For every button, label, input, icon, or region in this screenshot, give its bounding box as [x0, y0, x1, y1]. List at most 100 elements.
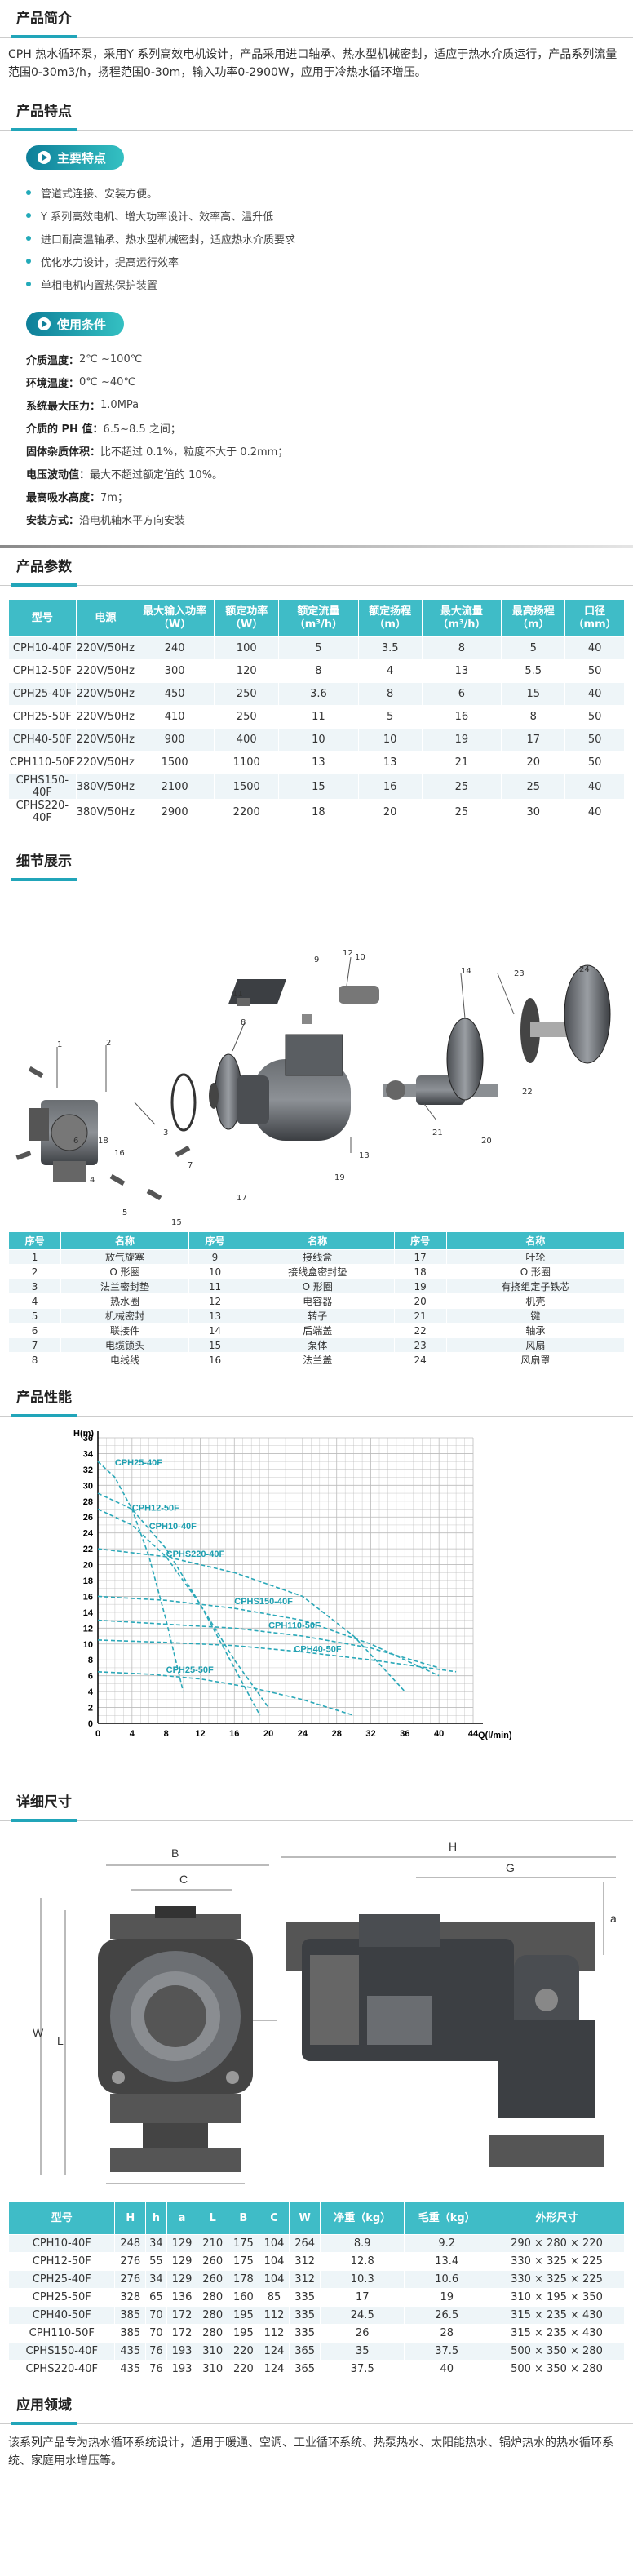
table-cell: 260 — [197, 2252, 229, 2271]
table-header: 额定流量（m³/h） — [278, 599, 359, 637]
table-cell: 1500 — [214, 774, 280, 800]
series-label: CPH25-50F — [166, 1665, 214, 1675]
x-tick-label: 8 — [164, 1729, 169, 1739]
section-title: 产品特点 — [16, 104, 72, 120]
table-cell: 26 — [319, 2324, 405, 2343]
table-cell: 21 — [393, 1308, 447, 1323]
section-header-dimensions: 详细尺寸 — [0, 1784, 633, 1822]
play-icon — [38, 317, 51, 330]
series-label: CPH12-50F — [132, 1503, 179, 1513]
callout-number: 19 — [334, 1173, 345, 1182]
table-cell: 195 — [228, 2324, 259, 2343]
table-cell: 385 — [114, 2306, 147, 2325]
x-tick-label: 36 — [400, 1729, 409, 1739]
table-cell: 风扇 — [445, 1337, 626, 1353]
table-cell: 5 — [7, 1308, 62, 1323]
table-cell: 接线盒 — [241, 1249, 395, 1265]
table-cell: 2100 — [134, 774, 215, 800]
condition-row: 系统最大压力：1.0MPa — [26, 393, 633, 416]
condition-row: 电压波动值：最大不超过额定值的 10%。 — [26, 462, 633, 485]
table-cell: 330 × 325 × 225 — [488, 2252, 626, 2271]
table-cell: 365 — [289, 2342, 321, 2361]
callout-number: 2 — [106, 1039, 112, 1048]
table-cell: O 形圈 — [60, 1264, 189, 1279]
table-cell: CPH12-50F — [8, 659, 77, 683]
table-cell: 104 — [258, 2270, 290, 2289]
table-cell: 12.8 — [319, 2252, 405, 2271]
table-cell: 35 — [319, 2342, 405, 2361]
section-header-intro: 产品简介 — [0, 0, 633, 38]
table-cell: 193 — [166, 2360, 198, 2379]
x-axis-label: Q(l/min) — [478, 1731, 512, 1740]
table-cell: 40 — [564, 774, 625, 800]
table-cell: 50 — [564, 659, 625, 683]
table-cell: 5 — [501, 636, 566, 660]
table-cell: 20 — [501, 751, 566, 774]
table-cell: 55 — [145, 2252, 167, 2271]
main-features-pill: 主要特点 — [26, 145, 125, 170]
table-cell: 有挠组定子铁芯 — [445, 1279, 626, 1294]
features-box: 主要特点 管道式连接、安装方便。Y 系列高效电机、增大功率设计、效率高、温升低进… — [0, 131, 633, 548]
table-cell: 键 — [445, 1308, 626, 1323]
table-cell: 26.5 — [404, 2306, 489, 2325]
y-axis-label: H(m) — [73, 1429, 94, 1439]
table-cell: 129 — [166, 2234, 198, 2253]
callout-number: 6 — [73, 1137, 79, 1146]
table-cell: 312 — [289, 2252, 321, 2271]
params-section: 产品参数 型号电源最大输入功率（W）额定功率（W）额定流量（m³/h）额定扬程（… — [0, 548, 633, 825]
table-cell: 风扇罩 — [445, 1352, 626, 1368]
table-header: C — [258, 2201, 290, 2235]
callout-number: 21 — [432, 1128, 443, 1137]
condition-key: 介质温度： — [26, 354, 80, 367]
table-cell: 335 — [289, 2324, 321, 2343]
series-line — [97, 1595, 440, 1677]
y-tick-label: 2 — [88, 1704, 93, 1714]
table-cell: 30 — [501, 799, 566, 825]
table-cell: 15 — [188, 1337, 242, 1353]
condition-key: 固体杂质体积： — [26, 446, 101, 459]
feature-item: 单相电机内置热保护装置 — [26, 273, 633, 295]
table-cell: 100 — [214, 636, 280, 660]
callout-number: 14 — [461, 967, 471, 976]
series-label: CPH110-50F — [268, 1621, 321, 1630]
callout-number: 20 — [481, 1137, 492, 1146]
table-cell: 电缆锁头 — [60, 1337, 189, 1353]
dimension-label: C — [179, 1873, 188, 1886]
series-label: CPH25-40F — [115, 1458, 162, 1468]
table-cell: 15 — [501, 682, 566, 706]
table-cell: 10 — [188, 1264, 242, 1279]
table-cell: 3.6 — [278, 682, 359, 706]
table-header: 最大输入功率（W） — [134, 599, 215, 637]
section-header-features: 产品特点 — [0, 93, 633, 131]
table-cell: 50 — [564, 728, 625, 752]
table-cell: CPH25-50F — [7, 2288, 116, 2307]
table-cell: 25 — [421, 774, 502, 800]
table-cell: 10 — [357, 728, 423, 752]
table-cell: 9 — [188, 1249, 242, 1265]
series-line — [97, 1671, 354, 1717]
y-tick-label: 30 — [83, 1481, 93, 1491]
y-tick-label: 24 — [83, 1529, 94, 1539]
callout-number: 7 — [188, 1161, 193, 1170]
table-cell: 104 — [258, 2252, 290, 2271]
table-cell: 330 × 325 × 225 — [488, 2270, 626, 2289]
dimension-label: a — [610, 1912, 617, 1925]
table-cell: 11 — [278, 705, 359, 729]
table-cell: 37.5 — [404, 2342, 489, 2361]
callout-number: 23 — [514, 969, 525, 978]
table-cell: 1100 — [214, 751, 280, 774]
table-cell: 10.6 — [404, 2270, 489, 2289]
feature-item: 进口耐高温轴承、热水型机械密封，适应热水介质要求 — [26, 227, 633, 250]
callout-number: 13 — [359, 1151, 370, 1160]
table-cell: 40 — [564, 636, 625, 660]
table-cell: 17 — [393, 1249, 447, 1265]
table-header: 毛重（kg） — [404, 2201, 489, 2235]
callout-number: 11 — [232, 990, 243, 999]
series-line — [97, 1508, 269, 1709]
